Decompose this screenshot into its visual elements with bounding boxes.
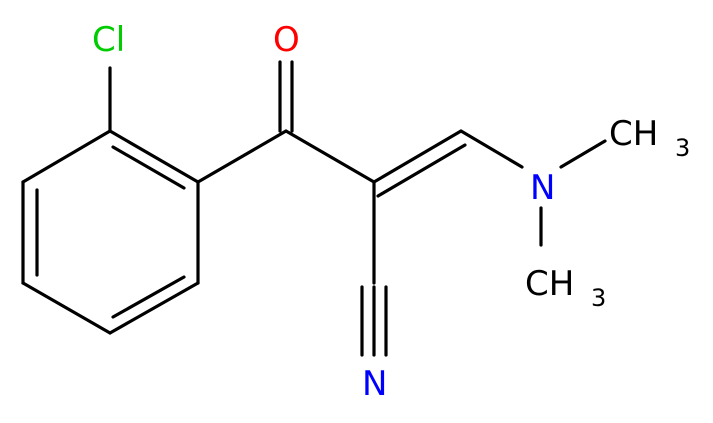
ring-bond-3	[108, 281, 200, 335]
methyl-bottom-subscript: 3	[591, 284, 606, 312]
ring-inner-bond-2	[111, 275, 186, 319]
methyl-top-subscript: 3	[675, 134, 690, 162]
c-n-bond	[459, 129, 524, 169]
benzene-ring	[21, 129, 200, 335]
ring-carbonyl-bond	[196, 129, 288, 184]
methyl-top-label: CH	[609, 114, 658, 154]
carbonyl-alpha-bond	[284, 129, 376, 184]
nitrile-nitrogen-label: N	[362, 364, 387, 404]
ring-inner-bond-1	[111, 145, 186, 190]
ring-bond-4	[21, 281, 112, 335]
oxygen-label: O	[273, 20, 300, 60]
ring-bond-6	[21, 129, 112, 184]
methyl-bottom-label: CH	[525, 264, 574, 304]
amine-nitrogen-label: N	[530, 168, 555, 208]
alkene-bond-b	[376, 143, 467, 198]
n-methyl-top-bond	[559, 139, 607, 169]
alkene-bond-a	[372, 129, 463, 184]
ring-bond-1	[108, 129, 200, 184]
chlorine-label: Cl	[92, 20, 125, 60]
